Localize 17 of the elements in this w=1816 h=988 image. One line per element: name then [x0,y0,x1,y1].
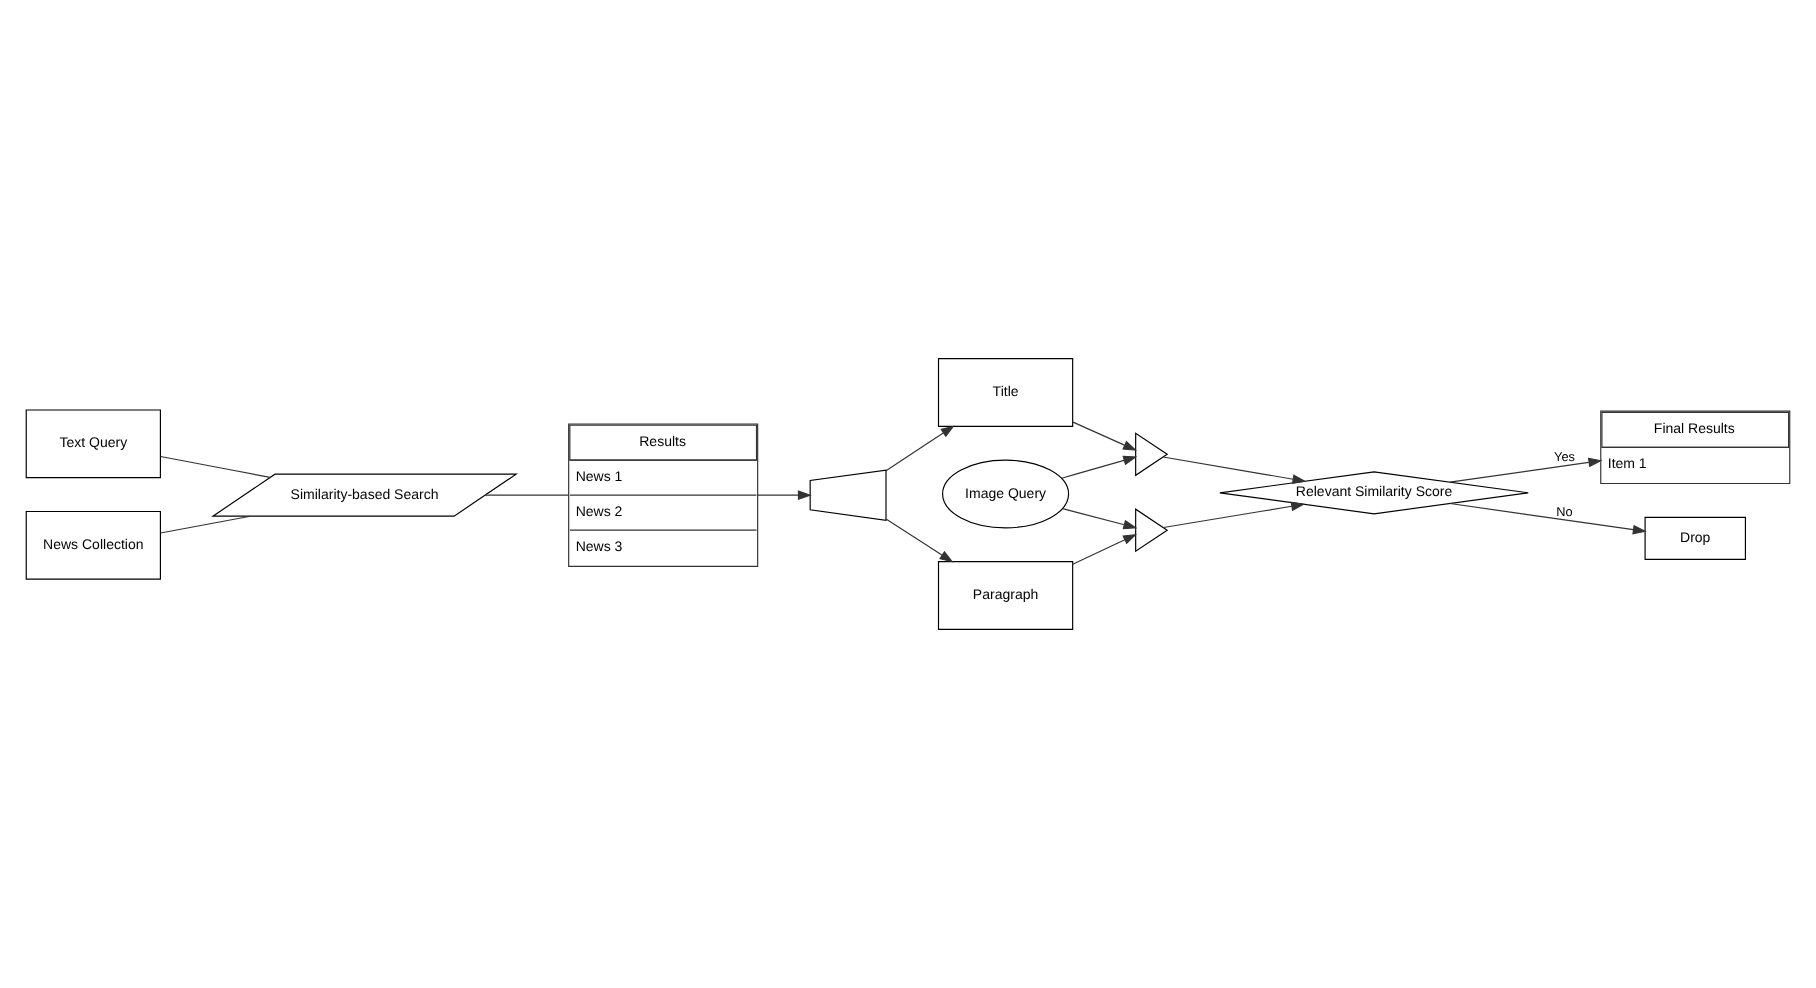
arrow [1449,502,1647,535]
connector [484,494,569,496]
arrow [1062,508,1138,530]
connector [160,515,251,534]
node-trapezoid [809,469,887,521]
node-triangle [1135,432,1169,477]
arrow [1162,456,1307,484]
arrow [1449,457,1603,483]
arrow [757,490,812,501]
arrow [885,425,955,472]
arrow [885,518,954,563]
arrow [1162,501,1306,529]
arrow [1072,421,1138,451]
connector [160,455,271,478]
node-triangle [1135,508,1169,553]
arrow [1072,533,1138,565]
arrow [1061,455,1138,479]
